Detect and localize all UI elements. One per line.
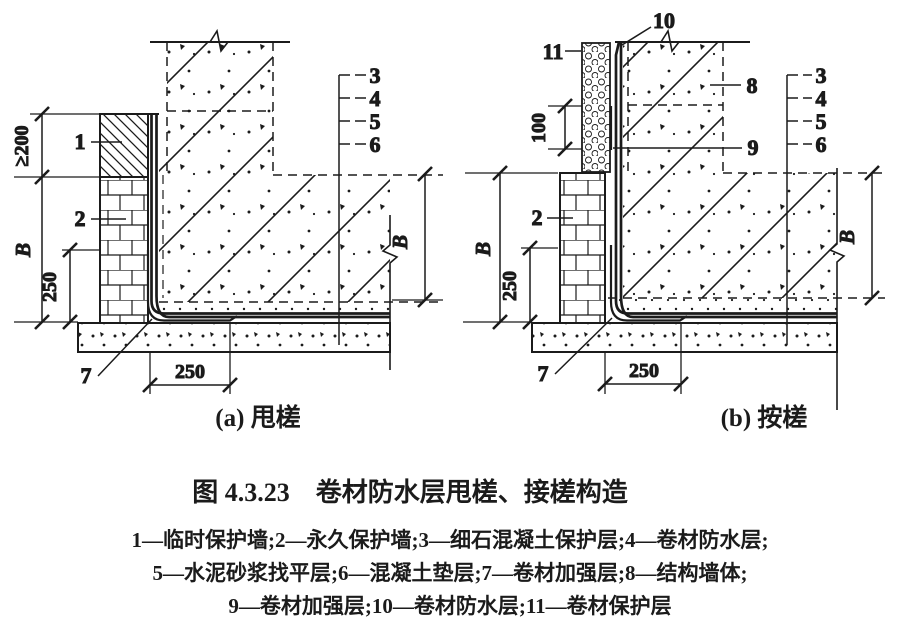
permanent-protection-wall-a	[99, 176, 149, 324]
concrete-bedding-b	[531, 322, 838, 353]
permanent-protection-wall-b	[559, 172, 606, 324]
dim-right-b-label-a: B	[388, 235, 412, 250]
break-line-b	[828, 168, 846, 410]
break-mark-a-top	[209, 28, 229, 53]
membrane-protection-board	[581, 42, 611, 173]
caption-a: (a) 甩槎	[215, 403, 300, 432]
protection-screed-band-a	[159, 303, 390, 313]
concrete-bedding-a	[77, 322, 391, 353]
temporary-protection-wall	[99, 113, 149, 178]
diagram-a: ≥200 B 250 250 B	[11, 28, 443, 432]
dim-250-up-label-b: 250	[499, 271, 521, 301]
dimension-min-height-a: ≥200	[11, 106, 100, 322]
diagram-b: B 250 100 250 B	[463, 8, 885, 432]
caption-b: (b) 按槎	[721, 403, 808, 432]
dim-250-up-label-a: 250	[39, 272, 61, 302]
callout-7-b: 7	[538, 361, 549, 386]
callout-4-a: 4	[370, 86, 381, 111]
waterproof-membrane-b	[609, 41, 837, 322]
callout-5-b: 5	[816, 109, 827, 134]
dim-right-b-label-b: B	[835, 230, 859, 245]
dimension-right-b-b: B	[835, 165, 880, 306]
figure-legend: 1—临时保护墙;2—永久保护墙;3—细石混凝土保护层;4—卷材防水层; 5—水泥…	[0, 524, 900, 623]
structural-concrete-b	[608, 28, 885, 410]
protection-screed-band-b	[617, 299, 837, 311]
legend-line-1: 1—临时保护墙;2—永久保护墙;3—细石混凝土保护层;4—卷材防水层;	[131, 528, 769, 552]
legend-line-3: 9—卷材加强层;10—卷材防水层;11—卷材保护层	[228, 594, 672, 618]
dimension-250-up-b: 250	[499, 240, 558, 330]
construction-detail-drawing: ≥200 B 250 250 B	[11, 8, 885, 432]
callout-9: 9	[748, 135, 759, 160]
structural-concrete-a	[150, 28, 443, 370]
dimension-250-up-a: 250	[39, 242, 100, 330]
legend-line-2: 5—水泥砂浆找平层;6—混凝土垫层;7—卷材加强层;8—结构墙体;	[152, 561, 748, 585]
break-mark-b-top	[660, 28, 680, 53]
dimension-100-lap: 100	[528, 98, 582, 157]
callout-3-b: 3	[816, 63, 827, 88]
dim-100-label: 100	[528, 113, 550, 143]
callout-6-b: 6	[816, 132, 827, 157]
figure-title: 图 4.3.23 卷材防水层甩槎、接槎构造	[192, 478, 628, 507]
callout-5-a: 5	[370, 109, 381, 134]
dim-wall-b-label-a: B	[11, 243, 35, 258]
dim-250-floor-label-b: 250	[629, 360, 659, 382]
callouts-b: 10 11 8 9 2 7 3 4 5 6	[531, 8, 827, 387]
dim-min-height-label: ≥200	[11, 126, 33, 167]
break-line-a	[381, 215, 399, 370]
callout-4-b: 4	[816, 86, 827, 111]
dimension-wall-b-a: B	[11, 242, 78, 330]
callout-7-a: 7	[81, 363, 92, 388]
dim-wall-b-label-b: B	[471, 242, 495, 257]
callout-2-b: 2	[532, 205, 543, 230]
membrane-reinforcement-b	[609, 245, 688, 322]
dimension-right-b-a: B	[388, 166, 443, 308]
callout-11: 11	[543, 39, 564, 64]
dimension-250-floor-a: 250	[142, 323, 238, 394]
callout-10: 10	[653, 8, 675, 33]
callout-6-a: 6	[370, 132, 381, 157]
callout-2-a: 2	[75, 206, 86, 231]
callout-1: 1	[75, 129, 86, 154]
callout-8: 8	[747, 73, 758, 98]
dimension-250-floor-b: 250	[597, 322, 689, 394]
callouts-a: 1 2 7 3 4 5 6	[74, 63, 381, 389]
dim-250-floor-label-a: 250	[175, 361, 205, 383]
callout-3-a: 3	[370, 63, 381, 88]
dimension-wall-b-b: B	[463, 165, 558, 330]
